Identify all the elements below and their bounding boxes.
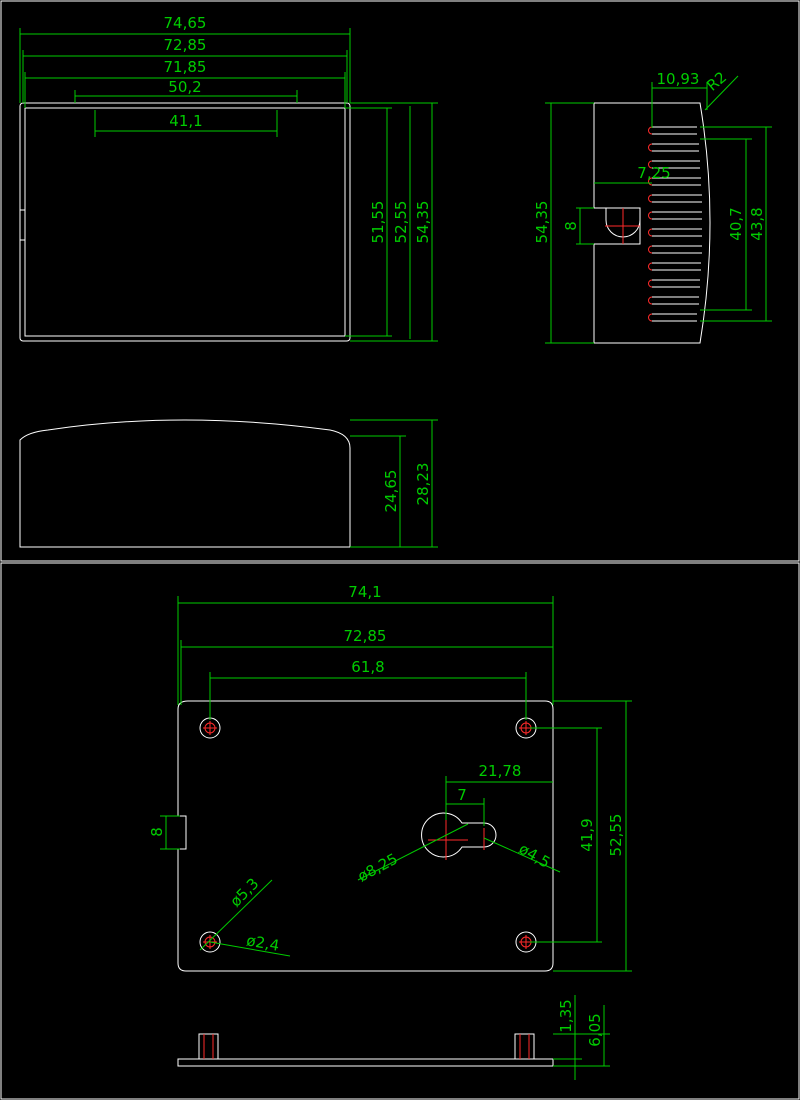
- dim-plate-height-1: 41,9: [578, 818, 596, 851]
- dim-plate-width-2: 72,85: [344, 627, 387, 645]
- dim-plate-width-3: 61,8: [351, 658, 384, 676]
- dim-slot-depth: 7,25: [637, 164, 670, 182]
- plate-section: [177, 1058, 554, 1067]
- dim-overall-width: 74,65: [164, 14, 207, 32]
- dim-boss-inner: ø2,4: [245, 931, 281, 954]
- dim-post-2: 6,05: [586, 1013, 604, 1046]
- top-view-outer-outline: [19, 102, 351, 342]
- dim-boss-outer: ø5,3: [226, 874, 262, 910]
- lower-panel-frame: [0, 562, 800, 1100]
- side-view-fins: [648, 126, 702, 322]
- dim-keyhole-slot: 7: [457, 786, 467, 804]
- side-view-outline: [593, 102, 711, 344]
- dim-post-1: 1,35: [557, 999, 575, 1032]
- upper-panel-frame: [0, 0, 800, 562]
- mounting-bosses: [199, 717, 537, 953]
- dim-inner-height: 40,7: [727, 207, 745, 240]
- dim-height-3: 54,35: [414, 201, 432, 244]
- top-view: 74,65 72,85 71,85 50,2 41,1 51,55 52,55 …: [19, 14, 438, 342]
- base-plate-outline: [177, 700, 554, 972]
- dim-width-5: 41,1: [169, 112, 202, 130]
- top-view-inner-outline: [24, 107, 346, 337]
- dim-side-height: 54,35: [533, 201, 551, 244]
- dim-width-4: 50,2: [168, 78, 201, 96]
- dim-front-inner: 24,65: [382, 470, 400, 513]
- front-view: 24,65 28,23: [19, 419, 438, 548]
- plate-section-view: 1,35 6,05: [177, 995, 610, 1080]
- left-post: [198, 1033, 219, 1060]
- dim-big-hole: ø8,25: [355, 850, 401, 886]
- dim-keyhole-offset: 21,78: [479, 762, 522, 780]
- dim-plate-width-1: 74,1: [348, 583, 381, 601]
- dim-notch: 8: [148, 827, 166, 837]
- dim-height-1: 51,55: [369, 201, 387, 244]
- dim-front-outer: 28,23: [414, 463, 432, 506]
- dim-width-3: 71,85: [164, 58, 207, 76]
- dim-height-2: 52,55: [392, 201, 410, 244]
- keyhole-slot: [421, 812, 497, 858]
- front-view-outline: [19, 419, 351, 548]
- base-plate-view: 74,1 72,85 61,8 21,78 7 41,9 52,55 8 ø8,…: [148, 583, 632, 972]
- dim-width-2: 72,85: [164, 36, 207, 54]
- dim-slot-width: 8: [562, 221, 580, 231]
- dim-side-top-width: 10,93: [657, 70, 700, 88]
- dim-plate-height-2: 52,55: [607, 814, 625, 857]
- dim-outer-height: 43,8: [748, 207, 766, 240]
- right-post: [514, 1033, 535, 1060]
- side-view: 10,93 R2 7,25 8 54,35 40,7 43,8: [533, 68, 772, 344]
